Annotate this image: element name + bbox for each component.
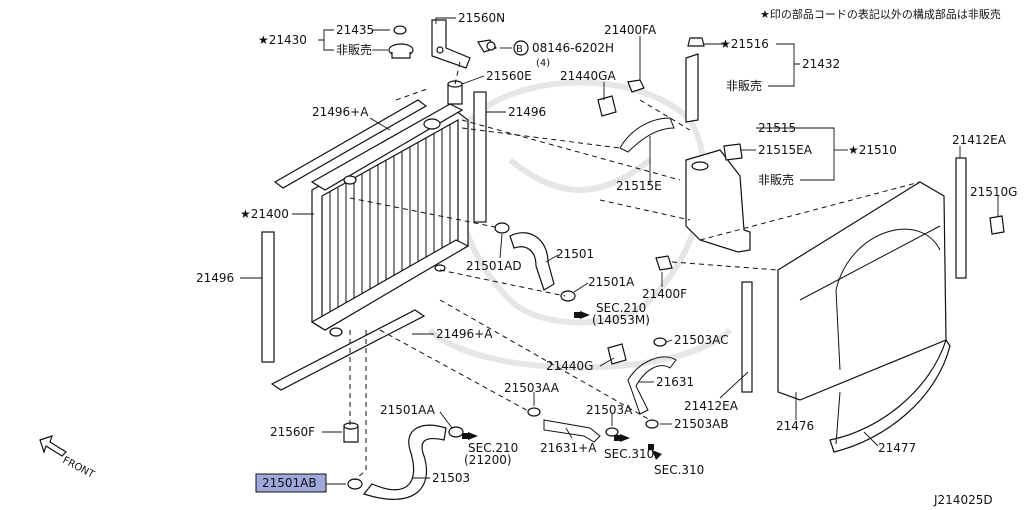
front-direction-indicator: FRONT — [39, 435, 97, 481]
label-21400F: 21400F — [642, 287, 687, 301]
radiator[interactable] — [310, 103, 470, 337]
label-21477: 21477 — [878, 441, 916, 455]
label-21501AA: 21501AA — [380, 403, 436, 417]
leader-lines — [240, 17, 999, 485]
label-21516: ★21516 — [720, 37, 769, 51]
reservoir-hose-21515E[interactable] — [619, 117, 675, 153]
seal-strip-21412EA-top[interactable] — [955, 157, 967, 279]
label-21515EA: 21515EA — [758, 143, 813, 157]
hose-21631plusA[interactable] — [543, 419, 601, 443]
hose-clamp-21501AD[interactable] — [494, 222, 510, 234]
label-sec210-a-sub: (14053M) — [592, 313, 650, 327]
label-21503AC: 21503AC — [674, 333, 729, 347]
label-21496-left: 21496 — [196, 271, 234, 285]
clip-21440G[interactable] — [607, 343, 627, 365]
mount-bolt-icon[interactable] — [477, 39, 497, 53]
reservoir-bolt-21400FA[interactable] — [627, 79, 645, 93]
fan-shroud-lower-21477[interactable] — [829, 338, 951, 453]
svg-text:B: B — [516, 44, 523, 55]
flow-arrows — [462, 311, 662, 460]
label-21503: 21503 — [432, 471, 470, 485]
label-21501A: 21501A — [588, 275, 635, 289]
label-21515: 21515 — [758, 121, 796, 135]
seal-strip-21496-top[interactable] — [473, 91, 487, 223]
reservoir-cap-21516[interactable] — [687, 37, 705, 47]
label-21412EA-top: 21412EA — [952, 133, 1007, 147]
hose-clamp-21501AB[interactable] — [347, 478, 363, 490]
label-21400FA: 21400FA — [604, 23, 657, 37]
label-21496-top: 21496 — [508, 105, 546, 119]
front-arrow-icon — [39, 435, 67, 457]
label-qty-4: (4) — [536, 58, 550, 69]
part-labels: ★21430 21435 非販売 21560N 08146-6202H (4) … — [196, 11, 1017, 485]
hose-clamp-21501AA[interactable] — [448, 426, 464, 438]
label-sec210-b-sub: (21200) — [464, 453, 512, 467]
label-08146-6202H: 08146-6202H — [532, 41, 614, 55]
front-label: FRONT — [61, 455, 97, 481]
bushing-21560F[interactable] — [343, 422, 359, 443]
hose-21631[interactable] — [627, 356, 677, 415]
label-21503A: 21503A — [586, 403, 633, 417]
label-21515E: 21515E — [616, 179, 662, 193]
label-21412EA-bottom: 21412EA — [684, 399, 739, 413]
radiator-cap[interactable] — [388, 25, 414, 59]
label-21440GA: 21440GA — [560, 69, 616, 83]
hose-clamp-21503AA[interactable] — [527, 407, 541, 417]
reservoir-clip-21515EA[interactable] — [723, 143, 743, 161]
mount-bushing-21560E[interactable] — [447, 80, 463, 105]
reservoir-tank[interactable] — [685, 149, 751, 253]
hose-clamp-21503A[interactable] — [605, 427, 619, 437]
label-21631plusA: 21631+A — [540, 441, 597, 455]
label-hi-hanbai-3: 非販売 — [758, 172, 794, 187]
label-sec210-a: SEC.210 — [596, 301, 646, 315]
reservoir-pipe[interactable] — [685, 53, 699, 123]
label-hi-hanbai-2: 非販売 — [726, 78, 762, 93]
label-21510: ★21510 — [848, 143, 897, 157]
lower-hose-21503[interactable] — [362, 424, 447, 500]
hose-clamp-21503AB[interactable] — [645, 419, 659, 429]
label-sec210-b: SEC.210 — [468, 441, 518, 455]
hose-clamp-21503AC[interactable] — [653, 337, 667, 347]
seal-strip-21496plusA-bottom[interactable] — [270, 309, 426, 391]
shroud-bolt-21510G[interactable] — [989, 215, 1005, 235]
label-21501AB: 21501AB — [262, 476, 317, 490]
hose-clamp-21501A[interactable] — [560, 290, 576, 302]
label-21510G: 21510G — [970, 185, 1017, 199]
label-21560N: 21560N — [458, 11, 505, 25]
fan-shroud-upper-21476[interactable] — [777, 181, 947, 401]
clip-21440GA[interactable] — [597, 95, 617, 117]
mount-bracket-21560N[interactable] — [431, 19, 471, 69]
label-21501AD: 21501AD — [466, 259, 522, 273]
label-21560F: 21560F — [270, 425, 315, 439]
highlighted-part-21501AB[interactable]: 21501AB — [255, 473, 327, 493]
label-21476: 21476 — [776, 419, 814, 433]
watermark-emblem — [427, 79, 733, 371]
note-text: ★印の部品コードの表記以外の構成部品は非販売 — [760, 7, 1001, 21]
seal-strip-21496-left[interactable] — [261, 231, 275, 363]
label-21400: ★21400 — [240, 207, 289, 221]
installation-guide-lines — [349, 61, 921, 481]
label-21430: ★21430 — [258, 33, 307, 47]
seal-strip-21496plusA-top[interactable] — [273, 99, 428, 189]
label-21496plusA-bottom: 21496+A — [436, 327, 493, 341]
label-21435: 21435 — [336, 23, 374, 37]
label-21560E: 21560E — [486, 69, 532, 83]
label-21501: 21501 — [556, 247, 594, 261]
upper-hose-21501[interactable] — [509, 232, 555, 291]
bolt-b-icon: B — [513, 40, 529, 56]
label-21503AB: 21503AB — [674, 417, 729, 431]
label-21496plusA-top: 21496+A — [312, 105, 369, 119]
label-sec310-b: SEC.310 — [654, 463, 704, 477]
label-hi-hanbai-1: 非販売 — [336, 42, 372, 57]
label-21503AA: 21503AA — [504, 381, 560, 395]
seal-strip-21412EA-bottom[interactable] — [741, 281, 753, 393]
label-21432: 21432 — [802, 57, 840, 71]
label-21631: 21631 — [656, 375, 694, 389]
label-21440G: 21440G — [546, 359, 593, 373]
diagram-id: J214025D — [933, 493, 993, 507]
reservoir-bolt-21400F[interactable] — [655, 255, 673, 271]
label-sec310-a: SEC.310 — [604, 447, 654, 461]
